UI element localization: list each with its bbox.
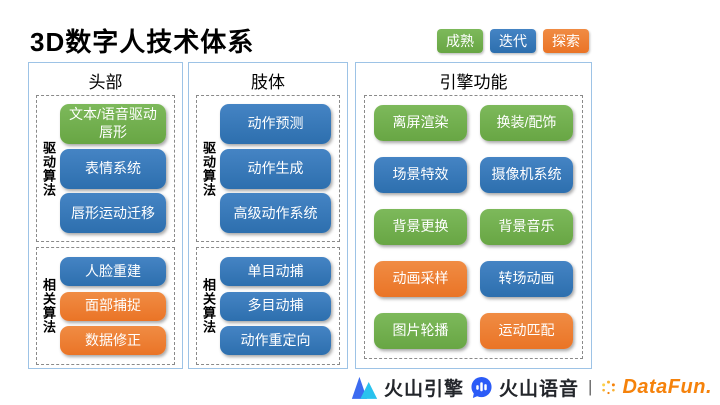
group-related-algorithms: 相关算法 单目动捕 多目动捕 动作重定向 (196, 247, 340, 365)
legend-chip-exploring: 探索 (543, 29, 589, 53)
group-boxes: 动作预测 动作生成 高级动作系统 (218, 96, 339, 241)
group-related-algorithms: 相关算法 人脸重建 面部捕捉 数据修正 (36, 247, 175, 365)
tech-box: 运动匹配 (480, 313, 573, 349)
datafun-wordmark: DataFun. (622, 375, 712, 398)
tech-box: 文本/语音驱动唇形 (60, 103, 166, 144)
group-label: 相关算法 (41, 278, 56, 334)
tech-box: 面部捕捉 (60, 291, 166, 321)
tech-box: 背景音乐 (480, 209, 573, 245)
group-driving-algorithms: 驱动算法 文本/语音驱动唇形 表情系统 唇形运动迁移 (36, 95, 175, 242)
group-engine-features: 离屏渲染 换装/配饰 场景特效 摄像机系统 背景更换 背景音乐 动画采样 转场动… (364, 95, 583, 359)
tech-box: 表情系统 (60, 148, 166, 189)
diagram-columns: 头部 驱动算法 文本/语音驱动唇形 表情系统 唇形运动迁移 相关算法 人脸重建 … (28, 62, 592, 369)
tech-box: 数据修正 (60, 326, 166, 356)
tech-box: 动画采样 (374, 261, 467, 297)
column-header: 肢体 (251, 73, 285, 92)
volcano-voice-wordmark: 火山语音 (499, 378, 580, 400)
group-boxes: 单目动捕 多目动捕 动作重定向 (218, 248, 339, 364)
column-header: 引擎功能 (439, 73, 508, 92)
legend: 成熟 迭代 探索 (437, 29, 589, 53)
group-boxes: 人脸重建 面部捕捉 数据修正 (58, 248, 174, 364)
footer-divider: | (588, 377, 593, 396)
tech-box: 单目动捕 (220, 256, 331, 286)
panel-engine: 引擎功能 离屏渲染 换装/配饰 场景特效 摄像机系统 背景更换 背景音乐 动画采… (355, 62, 592, 369)
tech-box: 场景特效 (374, 157, 467, 193)
tech-box: 唇形运动迁移 (60, 193, 166, 234)
tech-box: 人脸重建 (60, 256, 166, 286)
group-boxes: 文本/语音驱动唇形 表情系统 唇形运动迁移 (58, 96, 174, 241)
tech-box: 背景更换 (374, 209, 467, 245)
tech-box: 动作重定向 (220, 326, 331, 356)
legend-chip-iterating: 迭代 (490, 29, 536, 53)
tech-box: 转场动画 (480, 261, 573, 297)
legend-chip-mature: 成熟 (437, 29, 483, 53)
tech-box: 摄像机系统 (480, 157, 573, 193)
column-header: 头部 (88, 73, 123, 92)
group-driving-algorithms: 驱动算法 动作预测 动作生成 高级动作系统 (196, 95, 340, 242)
voice-bubble-icon (470, 376, 493, 399)
tech-box: 高级动作系统 (220, 193, 331, 234)
page-title: 3D数字人技术体系 (30, 27, 255, 57)
group-label: 驱动算法 (201, 140, 216, 197)
volcano-engine-wordmark: 火山引擎 (383, 378, 464, 400)
volcano-mountain-icon (351, 375, 378, 399)
panel-head: 头部 驱动算法 文本/语音驱动唇形 表情系统 唇形运动迁移 相关算法 人脸重建 … (28, 62, 183, 369)
group-label: 驱动算法 (41, 140, 56, 197)
tech-box: 多目动捕 (220, 291, 331, 321)
datafun-sparkle-icon (601, 380, 616, 395)
footer-logos: 火山引擎 火山语音 | DataFun. (351, 372, 712, 402)
tech-box: 动作生成 (220, 148, 331, 189)
panel-body: 肢体 驱动算法 动作预测 动作生成 高级动作系统 相关算法 单目动捕 多目动捕 … (188, 62, 348, 369)
tech-box: 换装/配饰 (480, 105, 573, 141)
tech-box: 离屏渲染 (374, 105, 467, 141)
tech-box: 动作预测 (220, 103, 331, 144)
tech-box: 图片轮播 (374, 313, 467, 349)
group-label: 相关算法 (201, 278, 216, 334)
